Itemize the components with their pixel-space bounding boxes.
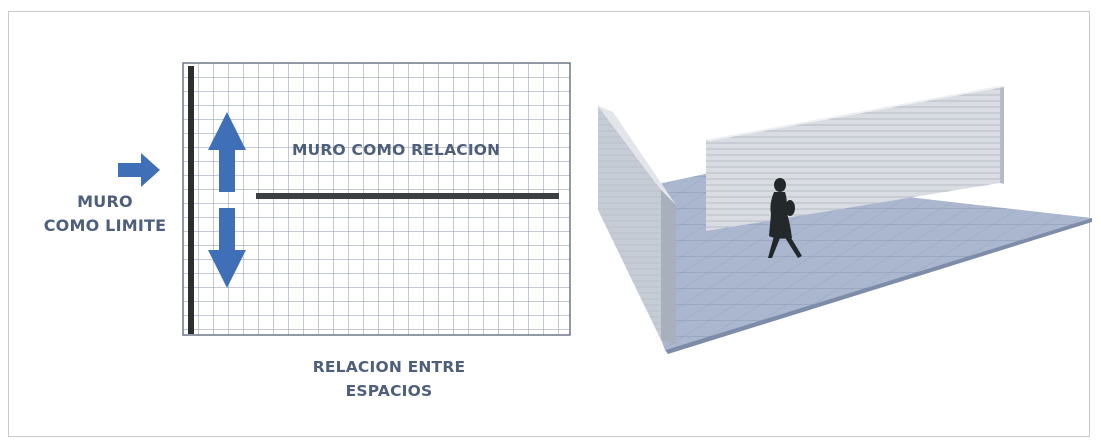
diagram-frame [8, 11, 1090, 437]
wall-as-limit-label: MURO COMO LIMITE [43, 192, 167, 235]
arrow-up-icon [208, 112, 246, 192]
arrow-right-icon [118, 153, 160, 187]
plan-grid [182, 62, 571, 336]
perspective-scene [598, 86, 1092, 354]
wall-as-relation-label: MURO COMO RELACION [292, 141, 501, 159]
relation-wall-line [256, 193, 559, 199]
limit-wall-line [188, 66, 194, 334]
relation-between-spaces-label: RELACION ENTRE ESPACIOS [312, 358, 466, 400]
person-silhouette-icon [768, 178, 802, 258]
side-wall [598, 106, 676, 344]
arrow-down-icon [208, 208, 246, 288]
